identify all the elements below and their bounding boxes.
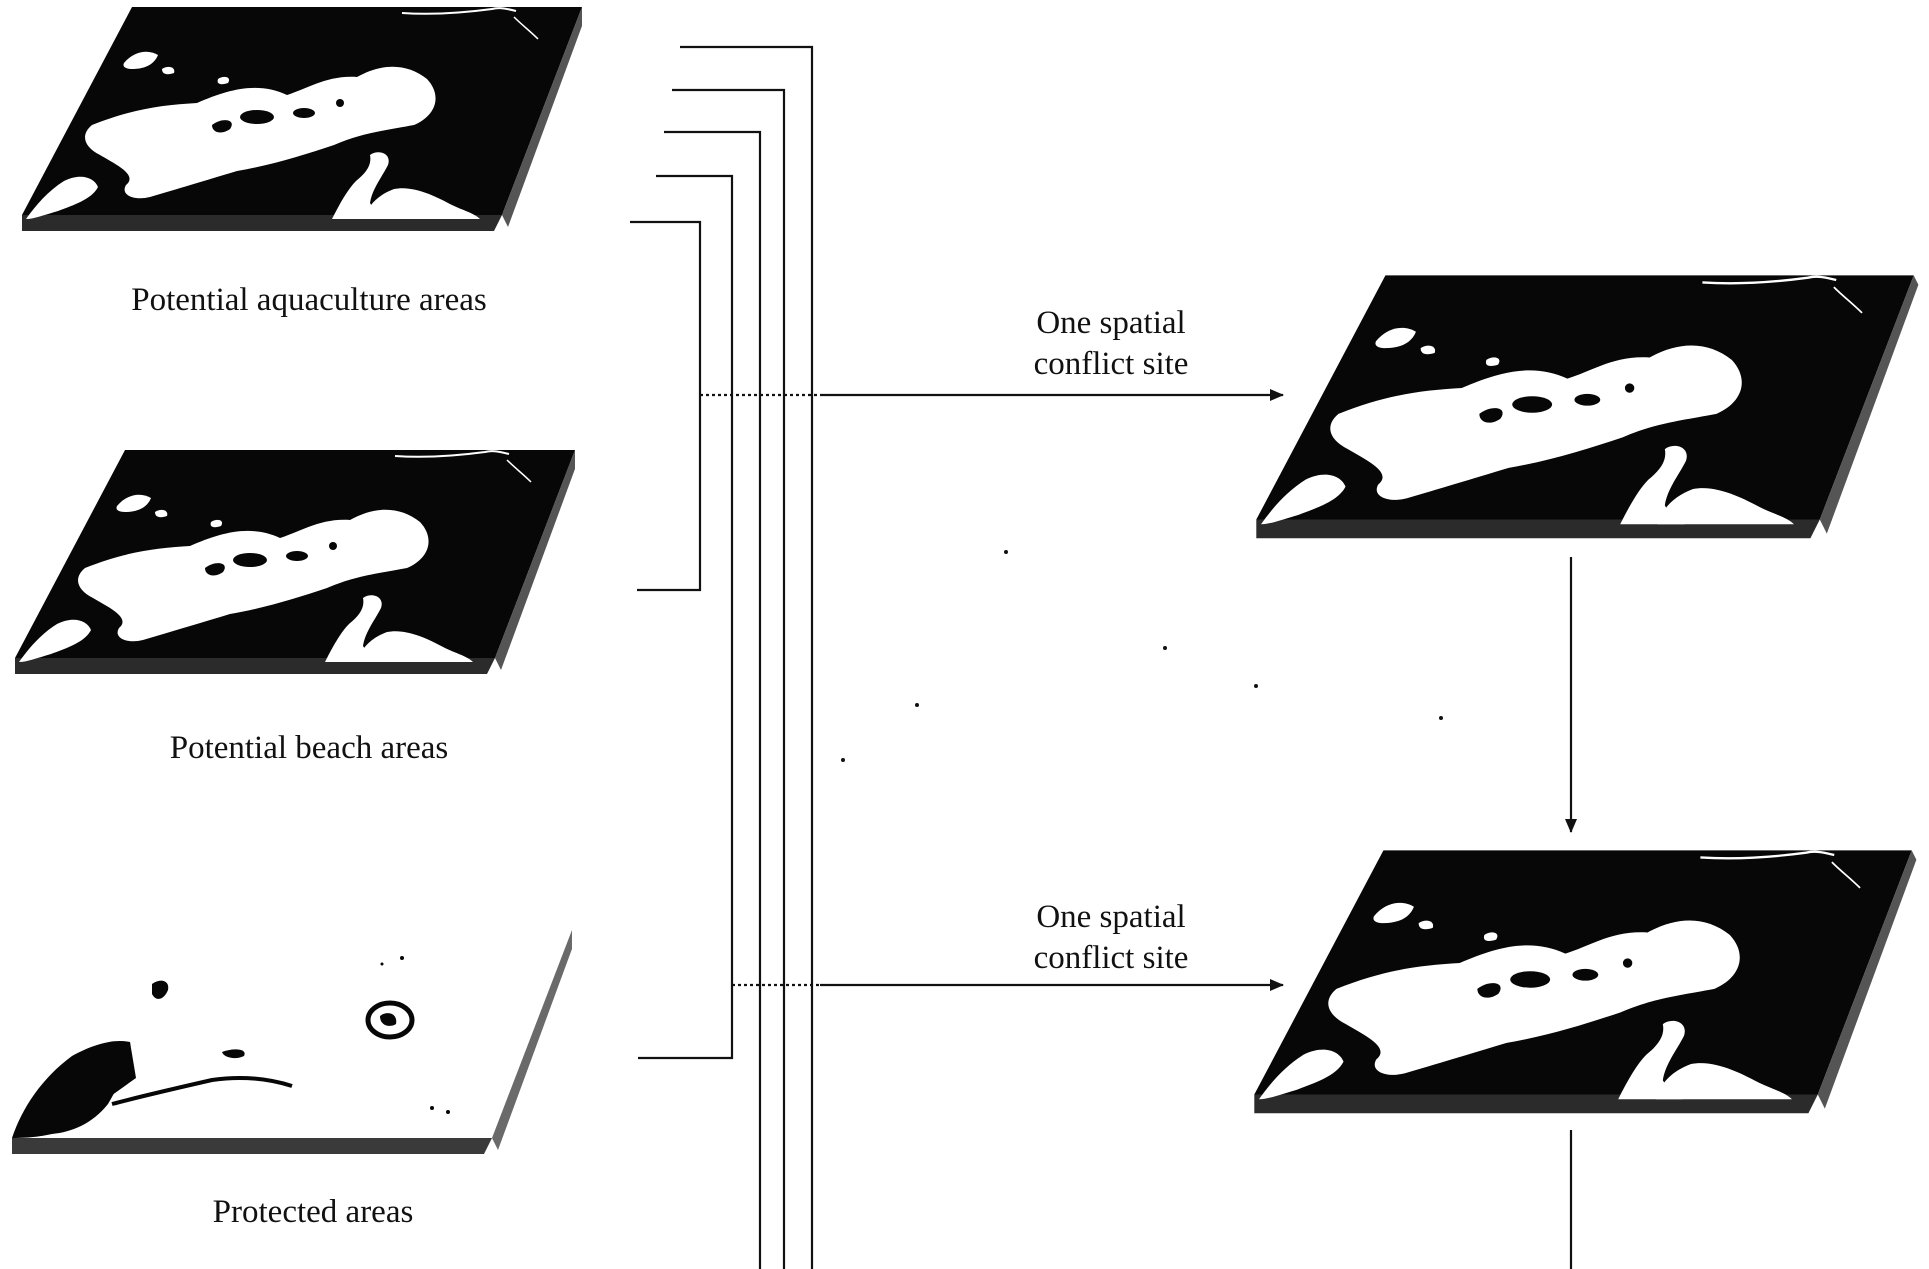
speck (1439, 716, 1443, 720)
map-tile-result-1 (1255, 274, 1920, 540)
speck (841, 758, 845, 762)
edge-label-line2: conflict site (1034, 940, 1189, 976)
connector-bundle (630, 45, 814, 1269)
map-tile-aquaculture (22, 6, 582, 232)
map-tile-protected (12, 930, 576, 1154)
connector-line (680, 45, 814, 1269)
speck (915, 703, 919, 707)
edge-label-line1: One spatial (1036, 899, 1185, 935)
label-potential-aquaculture: Potential aquaculture areas (131, 282, 487, 318)
label-potential-beach: Potential beach areas (170, 730, 449, 766)
layer-result-1 (1255, 274, 1920, 540)
map-tile-result-2 (1253, 849, 1918, 1115)
scan-specks (841, 550, 1443, 762)
edge-label-line2: conflict site (1034, 346, 1189, 382)
speck (1163, 646, 1167, 650)
layer-potential-aquaculture: Potential aquaculture areas (22, 6, 582, 318)
edge-conflict-1: One spatial conflict site (700, 305, 1284, 401)
layer-result-2 (1253, 849, 1918, 1115)
map-tile-beach (15, 449, 575, 675)
speck (1254, 684, 1258, 688)
label-protected: Protected areas (213, 1194, 414, 1230)
connector-line (637, 395, 702, 592)
connector-line (656, 174, 734, 985)
layer-potential-beach: Potential beach areas (15, 449, 575, 766)
connector-line (672, 88, 786, 1269)
layer-protected: Protected areas (12, 930, 576, 1230)
speck (1004, 550, 1008, 554)
edge-conflict-2: One spatial conflict site (732, 899, 1284, 991)
connector-line (664, 130, 762, 1269)
connector-line (630, 220, 702, 395)
connector-line (638, 985, 734, 1060)
edge-label-line1: One spatial (1036, 305, 1185, 341)
